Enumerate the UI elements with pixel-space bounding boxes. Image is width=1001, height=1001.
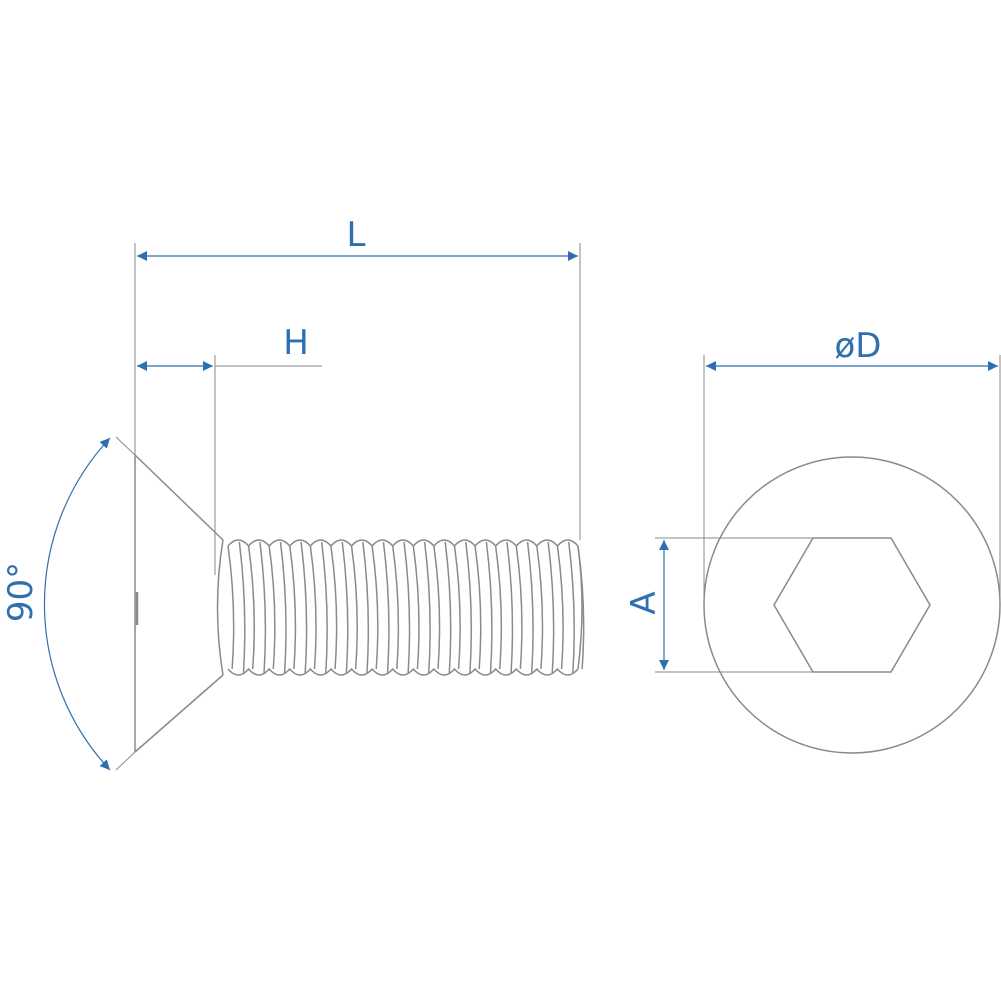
thread-flank [309,545,317,670]
thread-flank [412,545,420,670]
thread-root [259,541,267,674]
thread-root [444,541,452,674]
screw-side-view [134,454,585,753]
thread-root [423,541,431,674]
thread-flank [494,545,503,670]
hex-socket [773,537,931,673]
thread-flank [577,545,585,670]
dim-angle-extension-top [115,436,136,456]
thread-root [567,541,575,674]
head-circle [703,456,1001,754]
shank-start [216,539,224,676]
thread-flank [474,545,482,670]
thread-root [506,541,514,674]
thread-root [341,541,349,674]
thread-flank [371,545,379,670]
thread-flank [330,545,338,670]
thread-flank [515,545,523,670]
dimension-labels: L H øD A 90° [1,215,881,622]
thread-root [300,541,308,674]
thread-flank [556,545,564,670]
label-angle: 90° [1,562,41,622]
thread-root [382,541,390,674]
thread-root [485,541,493,674]
dimension-lines [43,251,998,771]
thread [227,539,585,676]
thread-root [465,541,473,674]
thread-flank [289,545,297,670]
thread-flank [227,545,235,670]
thread-flank [536,545,544,670]
thread-root [547,541,555,674]
thread-flank [247,545,256,670]
thread-flank [453,545,461,670]
thread-flank [391,545,400,670]
thread-root [403,541,411,674]
dim-angle-arc [43,437,111,771]
thread-end [577,545,583,670]
thread-flank [350,545,358,670]
label-a: A [624,591,664,614]
label-d: øD [835,326,882,366]
thread-flank [433,545,441,670]
label-l: L [347,215,366,255]
screw-end-view [703,456,1001,754]
thread-crest-bottom [227,667,579,676]
thread-root [320,541,328,674]
dim-angle-extension-bottom [115,751,136,771]
thread-root [238,541,246,674]
head-cone-upper [134,454,224,541]
thread-root [526,541,534,674]
label-h: H [283,323,309,363]
head-cone-lower [134,674,224,753]
thread-root [279,541,287,674]
thread-crest-top [227,539,579,548]
thread-flank [268,545,276,670]
thread-root [362,541,370,674]
dimensions [115,243,1001,771]
